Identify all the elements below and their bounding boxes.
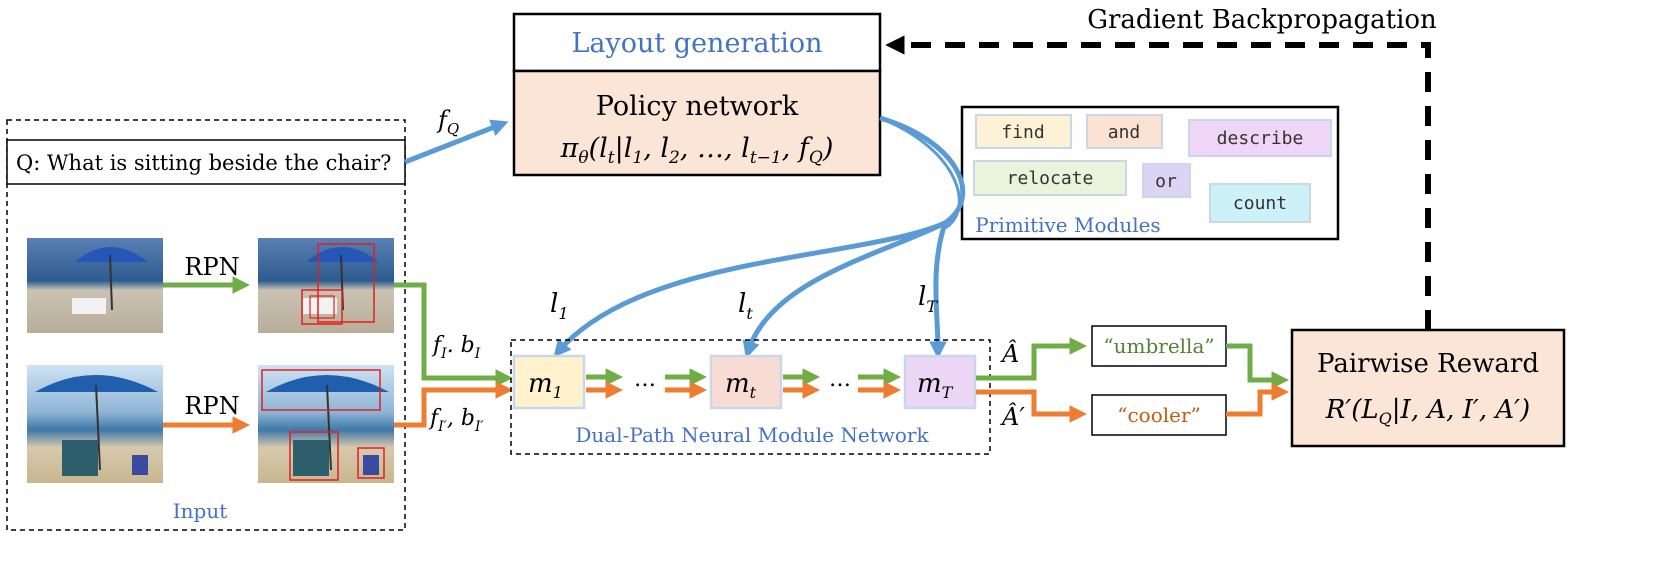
answer-arrows: Â Â′ [976, 337, 1087, 431]
svg-text:or: or [1155, 171, 1177, 192]
svg-text:find: find [1001, 122, 1044, 143]
module-mt: mt [709, 354, 783, 410]
ellipsis-1: … [634, 367, 656, 392]
feature-arrow-orange: fI′, bI′ [394, 381, 513, 435]
input-label: Input [173, 499, 228, 523]
policy-network-label: Policy network [596, 91, 799, 122]
module-chip-describe: describe [1188, 119, 1332, 157]
module-chip-relocate: relocate [973, 160, 1127, 196]
input-panel: Q: What is sitting beside the chair? Inp… [6, 119, 406, 531]
module-chip-count: count [1209, 183, 1311, 223]
module-mT: mT [903, 354, 977, 410]
beach-image-1 [27, 238, 163, 333]
pairwise-reward-formula: R′(LQ|I, A, I′, A′) [1325, 395, 1530, 428]
policy-formula: πθ(lt|l1, l2, …, lt−1, fQ) [560, 133, 834, 168]
svg-text:and: and [1108, 122, 1141, 143]
rpn-arrow-2: RPN [163, 392, 250, 434]
ellipsis-2: … [829, 367, 851, 392]
l1-label: l1 [550, 289, 569, 323]
svg-text:describe: describe [1217, 128, 1304, 149]
question-box [6, 139, 406, 185]
answer-umbrella-box: “umbrella” [1091, 325, 1227, 367]
a-hat2-label: Â′ [1000, 402, 1025, 431]
svg-text:relocate: relocate [1007, 168, 1094, 189]
answer-umbrella-text: “umbrella” [1103, 334, 1214, 358]
policy-network-box [512, 69, 882, 177]
pairwise-reward-box: Pairwise Reward R′(LQ|I, A, I′, A′) [1290, 328, 1566, 448]
primitive-modules-label: Primitive Modules [975, 213, 1160, 237]
fi-label: fI. bI [431, 333, 481, 362]
dual-path-nmn-box: Dual-Path Neural Module Network [510, 339, 991, 455]
feature-arrow-green: fI. bI [394, 282, 513, 387]
beach-image-1-proposals [258, 238, 394, 333]
rpn-label-1: RPN [184, 253, 239, 281]
fq-arrow: fQ [404, 106, 509, 165]
lt-label: lt [738, 289, 753, 323]
beach-image-2 [27, 365, 163, 483]
gradient-backprop-path: Gradient Backpropagation [885, 5, 1437, 330]
chain-arrows: … … [586, 367, 901, 399]
dual-path-label: Dual-Path Neural Module Network [575, 423, 929, 447]
answer-cooler-box: “cooler” [1091, 394, 1227, 436]
layout-arrows [553, 115, 966, 359]
module-chip-find: find [975, 114, 1072, 149]
module-m1: m1 [512, 354, 586, 410]
layout-generation-box: Layout generation Policy network πθ(lt|l… [512, 12, 882, 177]
gradient-backprop-label: Gradient Backpropagation [1087, 5, 1437, 35]
rpn-arrow-1: RPN [163, 253, 250, 294]
rpn-label-2: RPN [184, 392, 239, 420]
module-chip-or: or [1142, 163, 1191, 198]
svg-text:count: count [1233, 193, 1287, 214]
question-text: Q: What is sitting beside the chair? [16, 151, 391, 175]
beach-image-2-proposals [258, 365, 394, 483]
fq-label: fQ [436, 106, 459, 138]
reward-arrows [1226, 343, 1289, 417]
pairwise-reward-title: Pairwise Reward [1317, 349, 1539, 379]
answer-cooler-text: “cooler” [1117, 403, 1201, 427]
module-chip-and: and [1086, 114, 1163, 149]
primitive-modules-box: find and describe relocate or count Prim… [960, 105, 1340, 241]
a-hat-label: Â [1000, 339, 1019, 368]
layout-generation-title: Layout generation [571, 28, 822, 59]
fi2-label: fI′, bI′ [428, 406, 484, 435]
